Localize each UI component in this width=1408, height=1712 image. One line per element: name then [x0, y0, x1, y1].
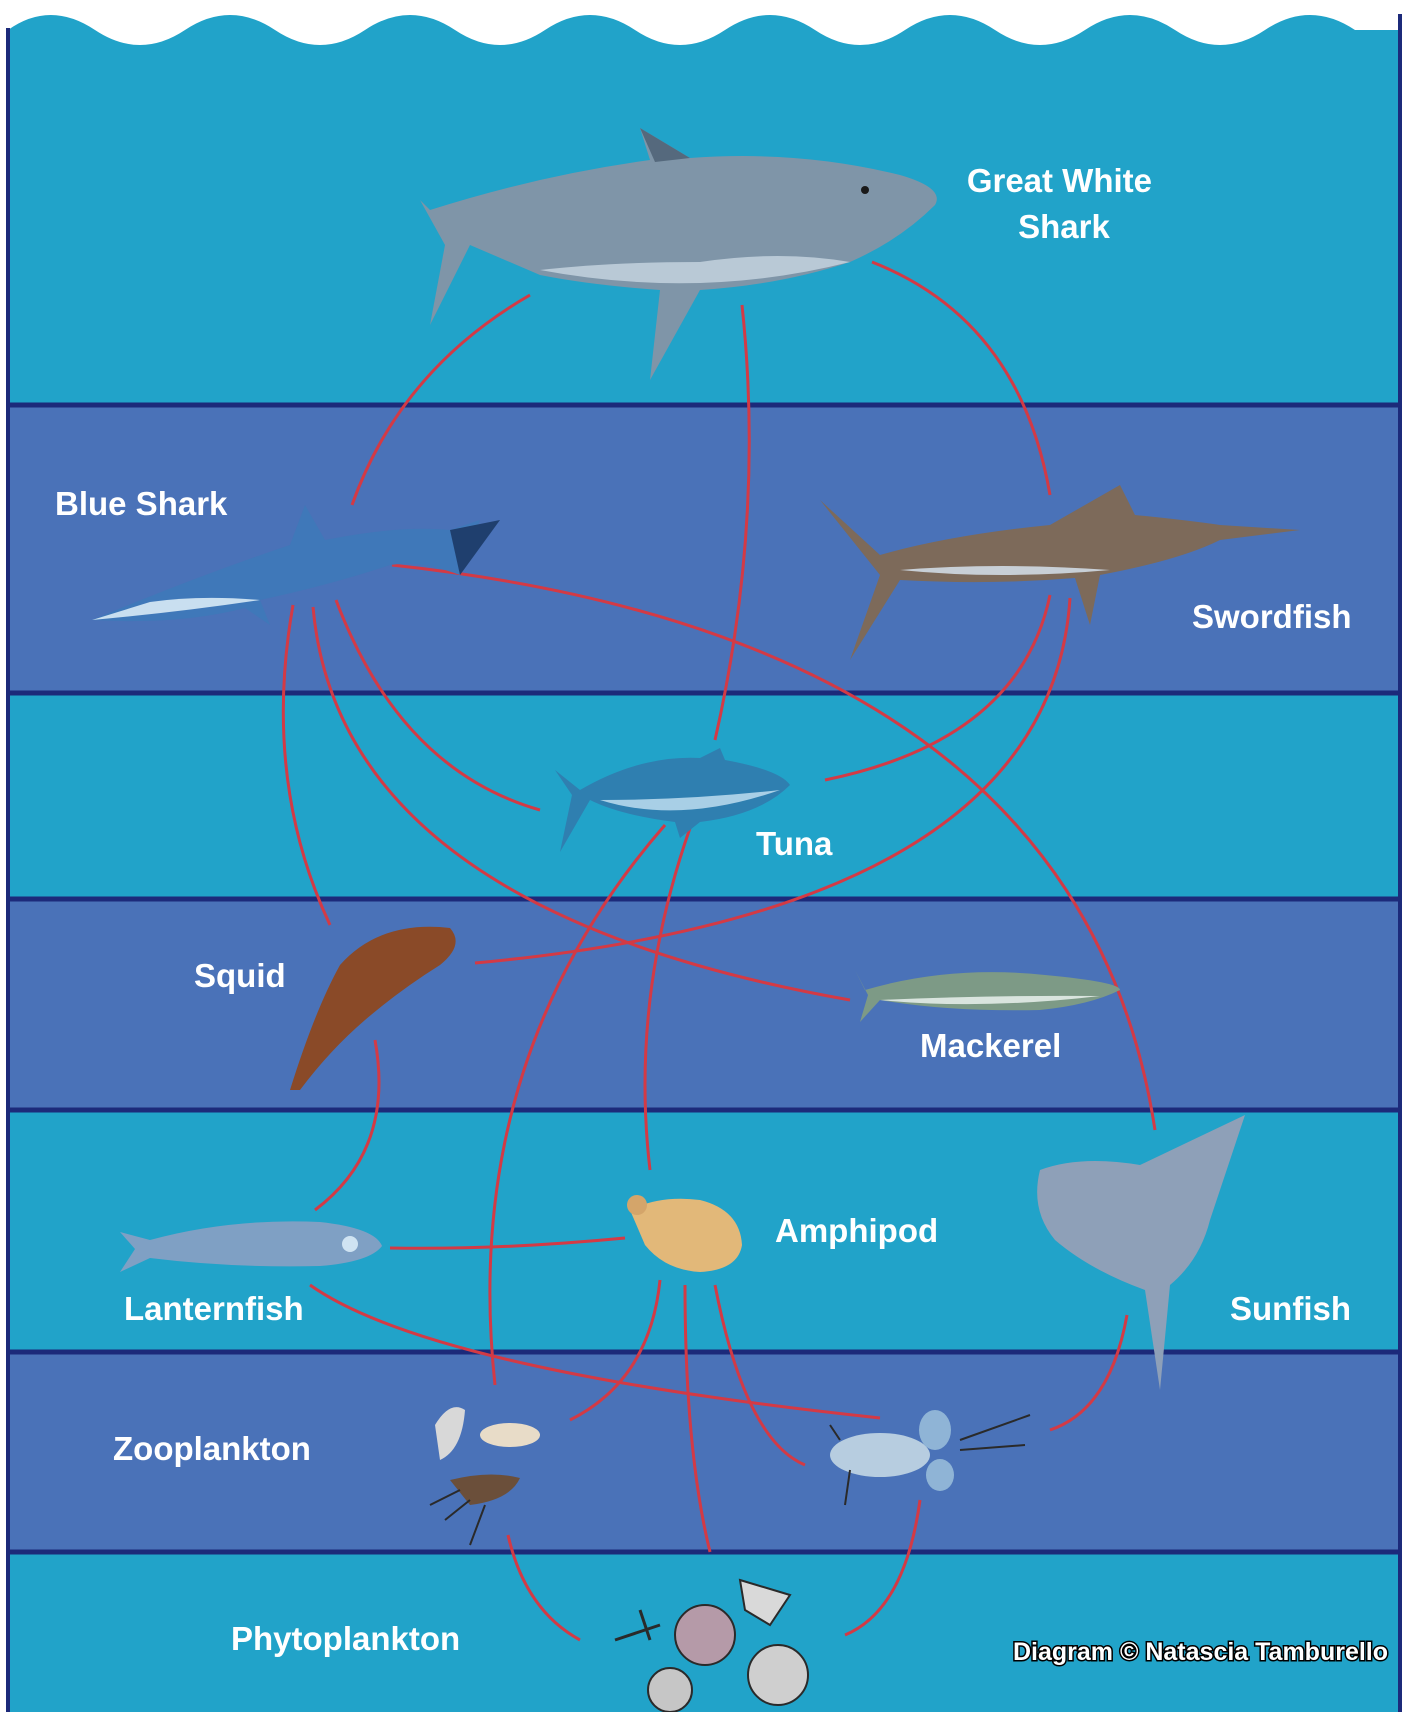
band-4: [8, 899, 1400, 1110]
label-tuna: Tuna: [756, 825, 833, 862]
label-blue-shark: Blue Shark: [55, 485, 228, 522]
label-phytoplankton: Phytoplankton: [231, 1620, 460, 1657]
diagram-credit: Diagram © Natascia Tamburello: [1013, 1638, 1388, 1666]
label-amphipod: Amphipod: [775, 1212, 938, 1249]
label-swordfish: Swordfish: [1192, 598, 1352, 635]
label-lanternfish: Lanternfish: [124, 1290, 304, 1327]
label-zooplankton: Zooplankton: [113, 1430, 311, 1467]
label-squid: Squid: [194, 957, 286, 994]
label-sunfish: Sunfish: [1230, 1290, 1351, 1327]
label-mackerel: Mackerel: [920, 1027, 1061, 1064]
